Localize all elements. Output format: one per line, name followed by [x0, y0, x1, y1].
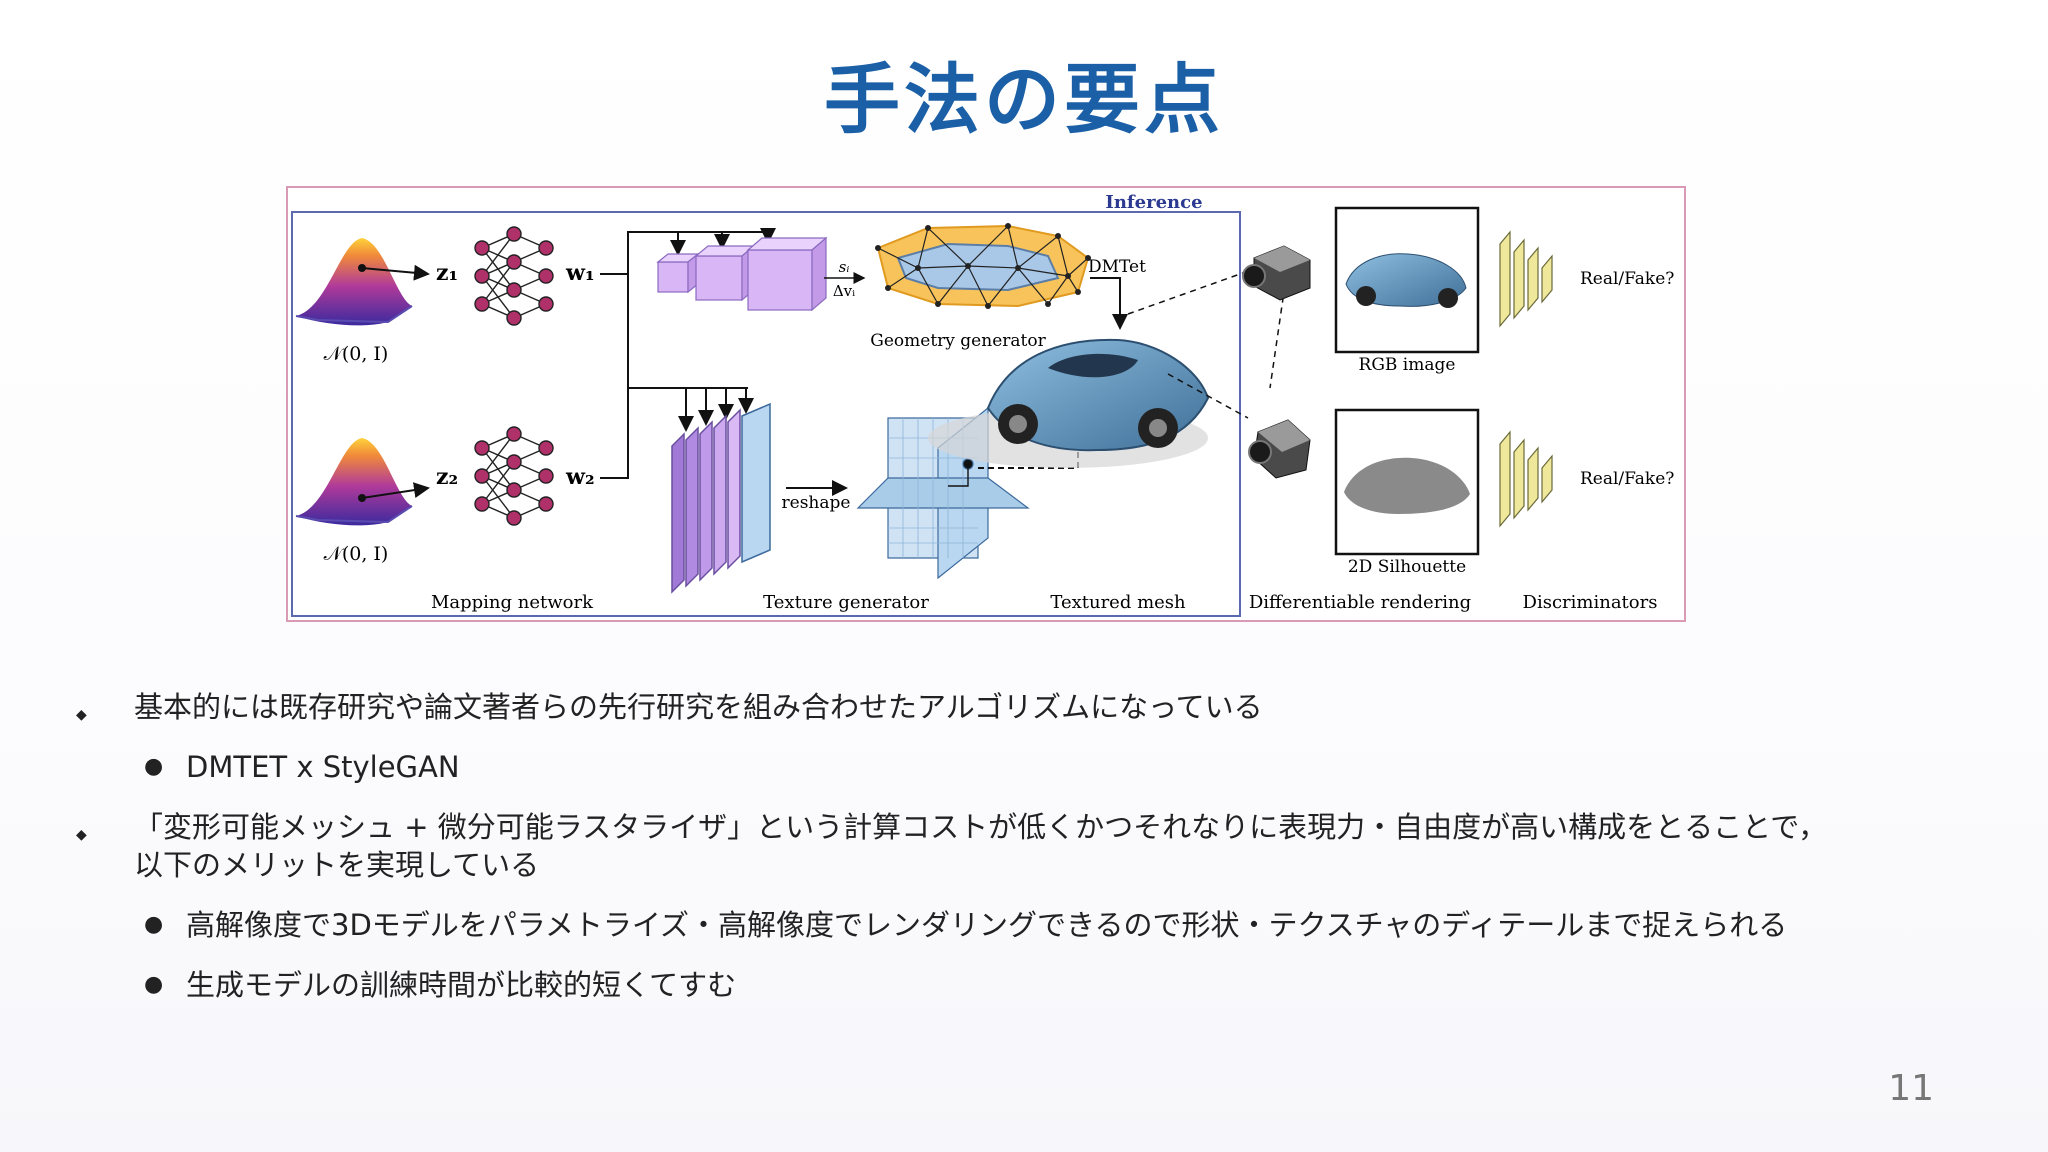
- z2-label: z₂: [436, 464, 458, 490]
- discriminators-label: Discriminators: [1523, 592, 1658, 613]
- sub-bullet-text: 生成モデルの訓練時間が比較的短くてすむ: [186, 968, 737, 1002]
- w1-label: w₁: [565, 260, 595, 286]
- rgb-car-thumbnail-icon: [1345, 253, 1467, 308]
- bullet-item-2: ◆ 「変形可能メッシュ + 微分可能ラスタライザ」という計算コストが低くかつそれ…: [76, 808, 1836, 884]
- diamond-bullet-icon: ◆: [76, 707, 87, 723]
- bullet-text: 基本的には既存研究や論文著者らの先行研究を組み合わせたアルゴリズムになっている: [134, 690, 1263, 724]
- gaussian-surface-2-icon: [295, 438, 413, 526]
- mapping-network-1-icon: [474, 226, 554, 326]
- texture-generator-planes: [671, 402, 771, 594]
- diamond-bullet-icon: ◆: [76, 827, 87, 843]
- silhouette-label: 2D Silhouette: [1348, 557, 1466, 577]
- bullet-list: ◆ 基本的には既存研究や論文著者らの先行研究を組み合わせたアルゴリズムになってい…: [76, 688, 1836, 1026]
- sub-bullet-text: DMTET x StyleGAN: [186, 750, 460, 784]
- sub-bullet-item-1-1: ● DMTET x StyleGAN: [144, 748, 1826, 786]
- round-bullet-icon: ●: [144, 972, 164, 997]
- w2-label: w₂: [565, 464, 595, 490]
- dmtet-mesh-icon: [875, 223, 1091, 309]
- bullet-item-1: ◆ 基本的には既存研究や論文著者らの先行研究を組み合わせたアルゴリズムになってい…: [76, 688, 1836, 726]
- sub-bullet-item-2-2: ● 生成モデルの訓練時間が比較的短くてすむ: [144, 966, 1826, 1004]
- page-number: 11: [1888, 1068, 1934, 1109]
- z1-label: z₁: [436, 260, 458, 286]
- s-label: sᵢ: [839, 258, 850, 276]
- real-fake-label-1: Real/Fake?: [1580, 269, 1674, 289]
- inference-label: Inference: [1105, 192, 1202, 213]
- normal-dist-label-2: 𝒩(0, I): [324, 543, 389, 565]
- pipeline-figure: Inference 𝒩(0, I) z₁ 𝒩(0, I) z₂: [286, 186, 1686, 622]
- texture-generator-label: Texture generator: [763, 592, 929, 613]
- textured-mesh-label: Textured mesh: [1050, 592, 1186, 613]
- normal-dist-label-1: 𝒩(0, I): [324, 343, 389, 365]
- round-bullet-icon: ●: [144, 912, 164, 937]
- round-bullet-icon: ●: [144, 754, 164, 779]
- gaussian-surface-1-icon: [295, 238, 413, 326]
- camera-1-icon: [1242, 245, 1311, 301]
- sub-bullet-text: 高解像度で3Dモデルをパラメトライズ・高解像度でレンダリングできるので形状・テク…: [186, 908, 1788, 942]
- slide-title: 手法の要点: [824, 55, 1224, 144]
- reshape-label: reshape: [782, 493, 851, 513]
- geometry-generator-label: Geometry generator: [870, 331, 1046, 351]
- differentiable-rendering-label: Differentiable rendering: [1249, 592, 1471, 613]
- mapping-network-label: Mapping network: [431, 592, 594, 613]
- dv-label: Δvᵢ: [833, 282, 855, 300]
- discriminator-2-icon: [1499, 430, 1553, 528]
- camera-2-icon: [1248, 419, 1311, 479]
- silhouette-shape-icon: [1344, 457, 1470, 514]
- discriminator-1-icon: [1499, 230, 1553, 328]
- pipeline-diagram: Inference 𝒩(0, I) z₁ 𝒩(0, I) z₂: [291, 192, 1674, 617]
- real-fake-label-2: Real/Fake?: [1580, 469, 1674, 489]
- sub-bullet-item-2-1: ● 高解像度で3Dモデルをパラメトライズ・高解像度でレンダリングできるので形状・…: [144, 906, 1826, 944]
- textured-mesh-car-icon: [928, 338, 1210, 468]
- geometry-generator-blocks: [656, 236, 828, 312]
- dmtet-label: DMTet: [1088, 257, 1146, 277]
- rgb-image-label: RGB image: [1359, 355, 1456, 375]
- bullet-text: 「変形可能メッシュ + 微分可能ラスタライザ」という計算コストが低くかつそれなり…: [134, 810, 1828, 882]
- mapping-network-2-icon: [474, 426, 554, 526]
